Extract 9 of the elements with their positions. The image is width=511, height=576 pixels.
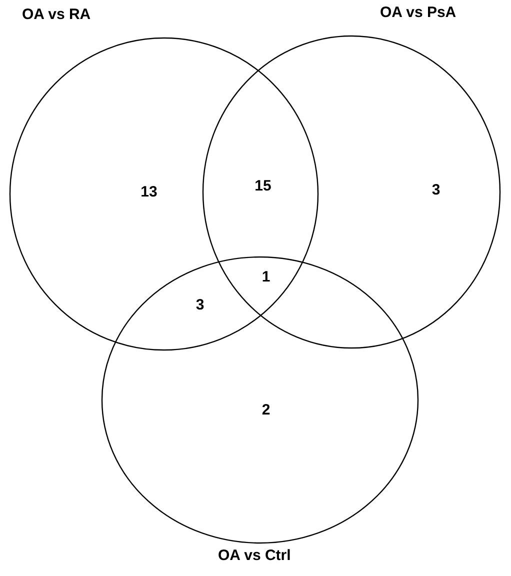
region-count: 3 [196,296,204,314]
set-label: OA vs Ctrl [218,547,291,564]
region-count: 13 [140,184,158,200]
set-label: OA vs RA [22,6,91,23]
region-count: 3 [432,182,440,198]
region-count: 2 [262,402,270,418]
region-count: 15 [254,178,272,194]
region-count: 1 [262,268,270,286]
set-label: OA vs PsA [380,4,456,21]
